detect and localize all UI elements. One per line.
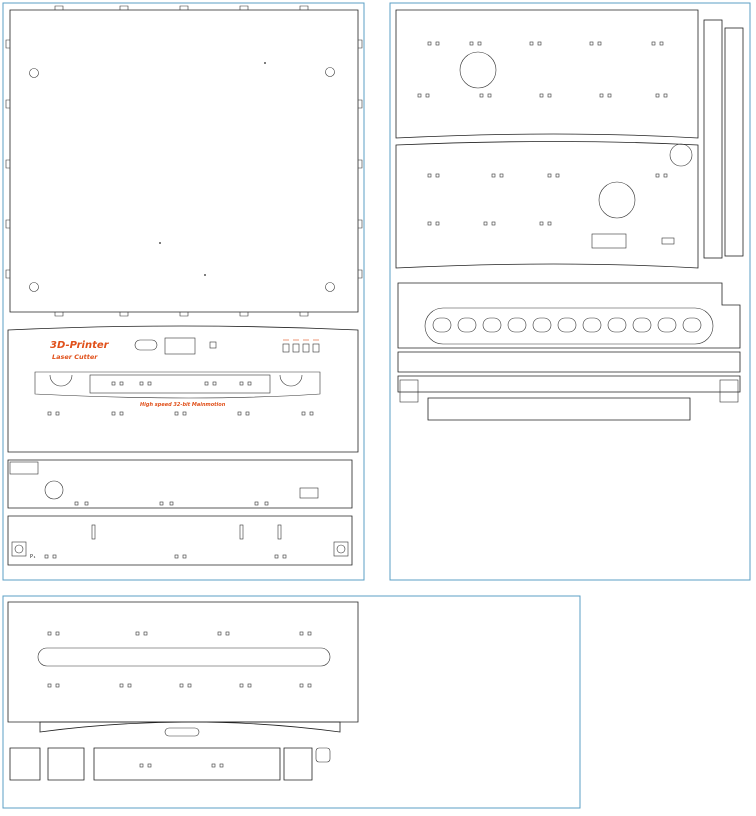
lower-rail-panel xyxy=(397,351,741,373)
bottom-bracket-row xyxy=(397,375,741,421)
front-panel: 3D-Printer Laser Cutter High speed 32-bi… xyxy=(7,325,359,453)
lower-deck-plate xyxy=(395,141,699,269)
sheet-frame-3 xyxy=(2,595,581,809)
bottom-rail: P₁ xyxy=(7,515,353,566)
base-plate xyxy=(7,601,359,723)
brand-engraving: 3D-Printer xyxy=(50,340,110,351)
part-mark: P₁ xyxy=(30,554,36,560)
top-plate xyxy=(5,5,363,317)
brand-subtitle-engraving: Laser Cutter xyxy=(52,353,98,361)
vertical-strip-b xyxy=(724,27,744,257)
upper-deck-plate xyxy=(395,9,699,139)
side-panel xyxy=(7,459,353,509)
small-brackets xyxy=(9,747,331,781)
slotted-bridge-panel xyxy=(397,282,741,349)
sheet-frame-1 xyxy=(2,2,365,581)
handle-bar xyxy=(39,721,341,737)
sheet-frame-2 xyxy=(389,2,751,581)
tagline-engraving: High speed 32-bit Mainmotion xyxy=(140,402,226,408)
vertical-strip-a xyxy=(703,19,723,259)
